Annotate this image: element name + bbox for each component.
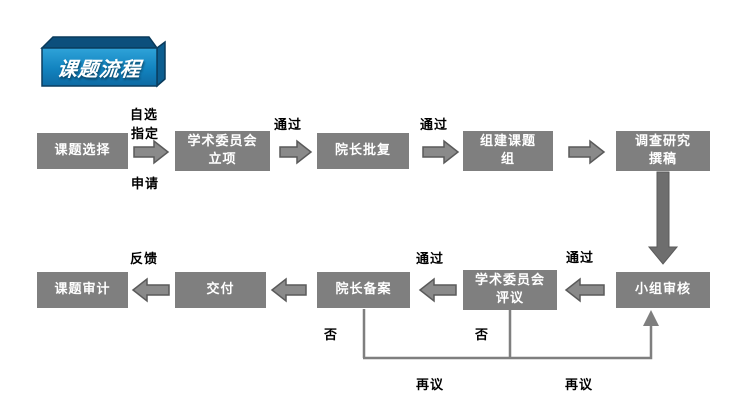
flow-node-dean-approval: 院长批复 <box>317 133 409 169</box>
flow-arrow-left-4 <box>564 277 605 303</box>
node-label: 学术委员会 <box>474 273 545 289</box>
flow-node-delivery: 交付 <box>175 272 266 308</box>
node-label: 组建课题 <box>479 134 536 150</box>
flow-node-research-drafting: 调查研究 撰稿 <box>616 131 710 171</box>
flow-node-dean-filing: 院长备案 <box>317 272 410 308</box>
node-label: 调查研究 <box>634 134 691 150</box>
page-title: 课题流程 <box>56 56 143 81</box>
flow-node-group-review: 小组审核 <box>616 272 710 308</box>
flow-node-topic-selection: 课题选择 <box>37 133 128 169</box>
flow-arrow-left-3 <box>418 277 457 303</box>
node-label: 立项 <box>208 152 237 167</box>
node-label: 学术委员会 <box>187 134 258 150</box>
flow-node-topic-audit: 课题审计 <box>37 272 128 308</box>
node-label: 交付 <box>206 282 235 298</box>
edge-label-pass-1: 通过 <box>273 118 302 133</box>
node-label: 院长备案 <box>335 282 392 298</box>
node-label: 小组审核 <box>634 282 691 298</box>
edge-label-reconsider-1: 再议 <box>415 378 444 393</box>
edge-label-no-2: 否 <box>474 328 489 343</box>
flow-arrow-left-2 <box>270 277 307 303</box>
flow-node-academic-committee-review: 学术委员会 评议 <box>463 270 557 310</box>
edge-label-reconsider-2: 再议 <box>564 378 593 393</box>
flow-arrow-right-4 <box>568 139 606 165</box>
edge-label-no-1: 否 <box>323 328 338 343</box>
feedback-connector <box>362 309 653 360</box>
node-label: 课题审计 <box>54 282 111 298</box>
edge-label-assigned: 指定 <box>130 127 159 142</box>
node-label: 院长批复 <box>334 143 391 159</box>
flow-node-academic-committee-approval: 学术委员会 立项 <box>175 131 270 171</box>
edge-label-pass-4: 通过 <box>565 251 594 266</box>
node-label: 组 <box>500 152 515 167</box>
flow-arrow-right-3 <box>422 139 460 165</box>
flow-arrow-left-1 <box>131 277 170 303</box>
flow-node-form-project-team: 组建课题 组 <box>463 131 553 171</box>
flow-arrow-right-2 <box>279 139 313 165</box>
edge-label-feedback: 反馈 <box>129 252 158 267</box>
edge-label-self-select: 自选 <box>129 108 158 123</box>
banner-3d-shape <box>40 36 166 88</box>
node-label: 课题选择 <box>54 143 111 159</box>
edge-label-pass-3: 通过 <box>415 252 444 267</box>
node-label: 评议 <box>495 291 524 306</box>
edge-label-pass-2: 通过 <box>419 118 448 133</box>
node-label: 撰稿 <box>648 152 677 167</box>
feedback-arrow-up-icon <box>643 310 659 326</box>
edge-label-apply: 申请 <box>130 177 159 192</box>
flow-arrow-down <box>647 171 679 265</box>
flow-arrow-right-1 <box>133 139 170 165</box>
